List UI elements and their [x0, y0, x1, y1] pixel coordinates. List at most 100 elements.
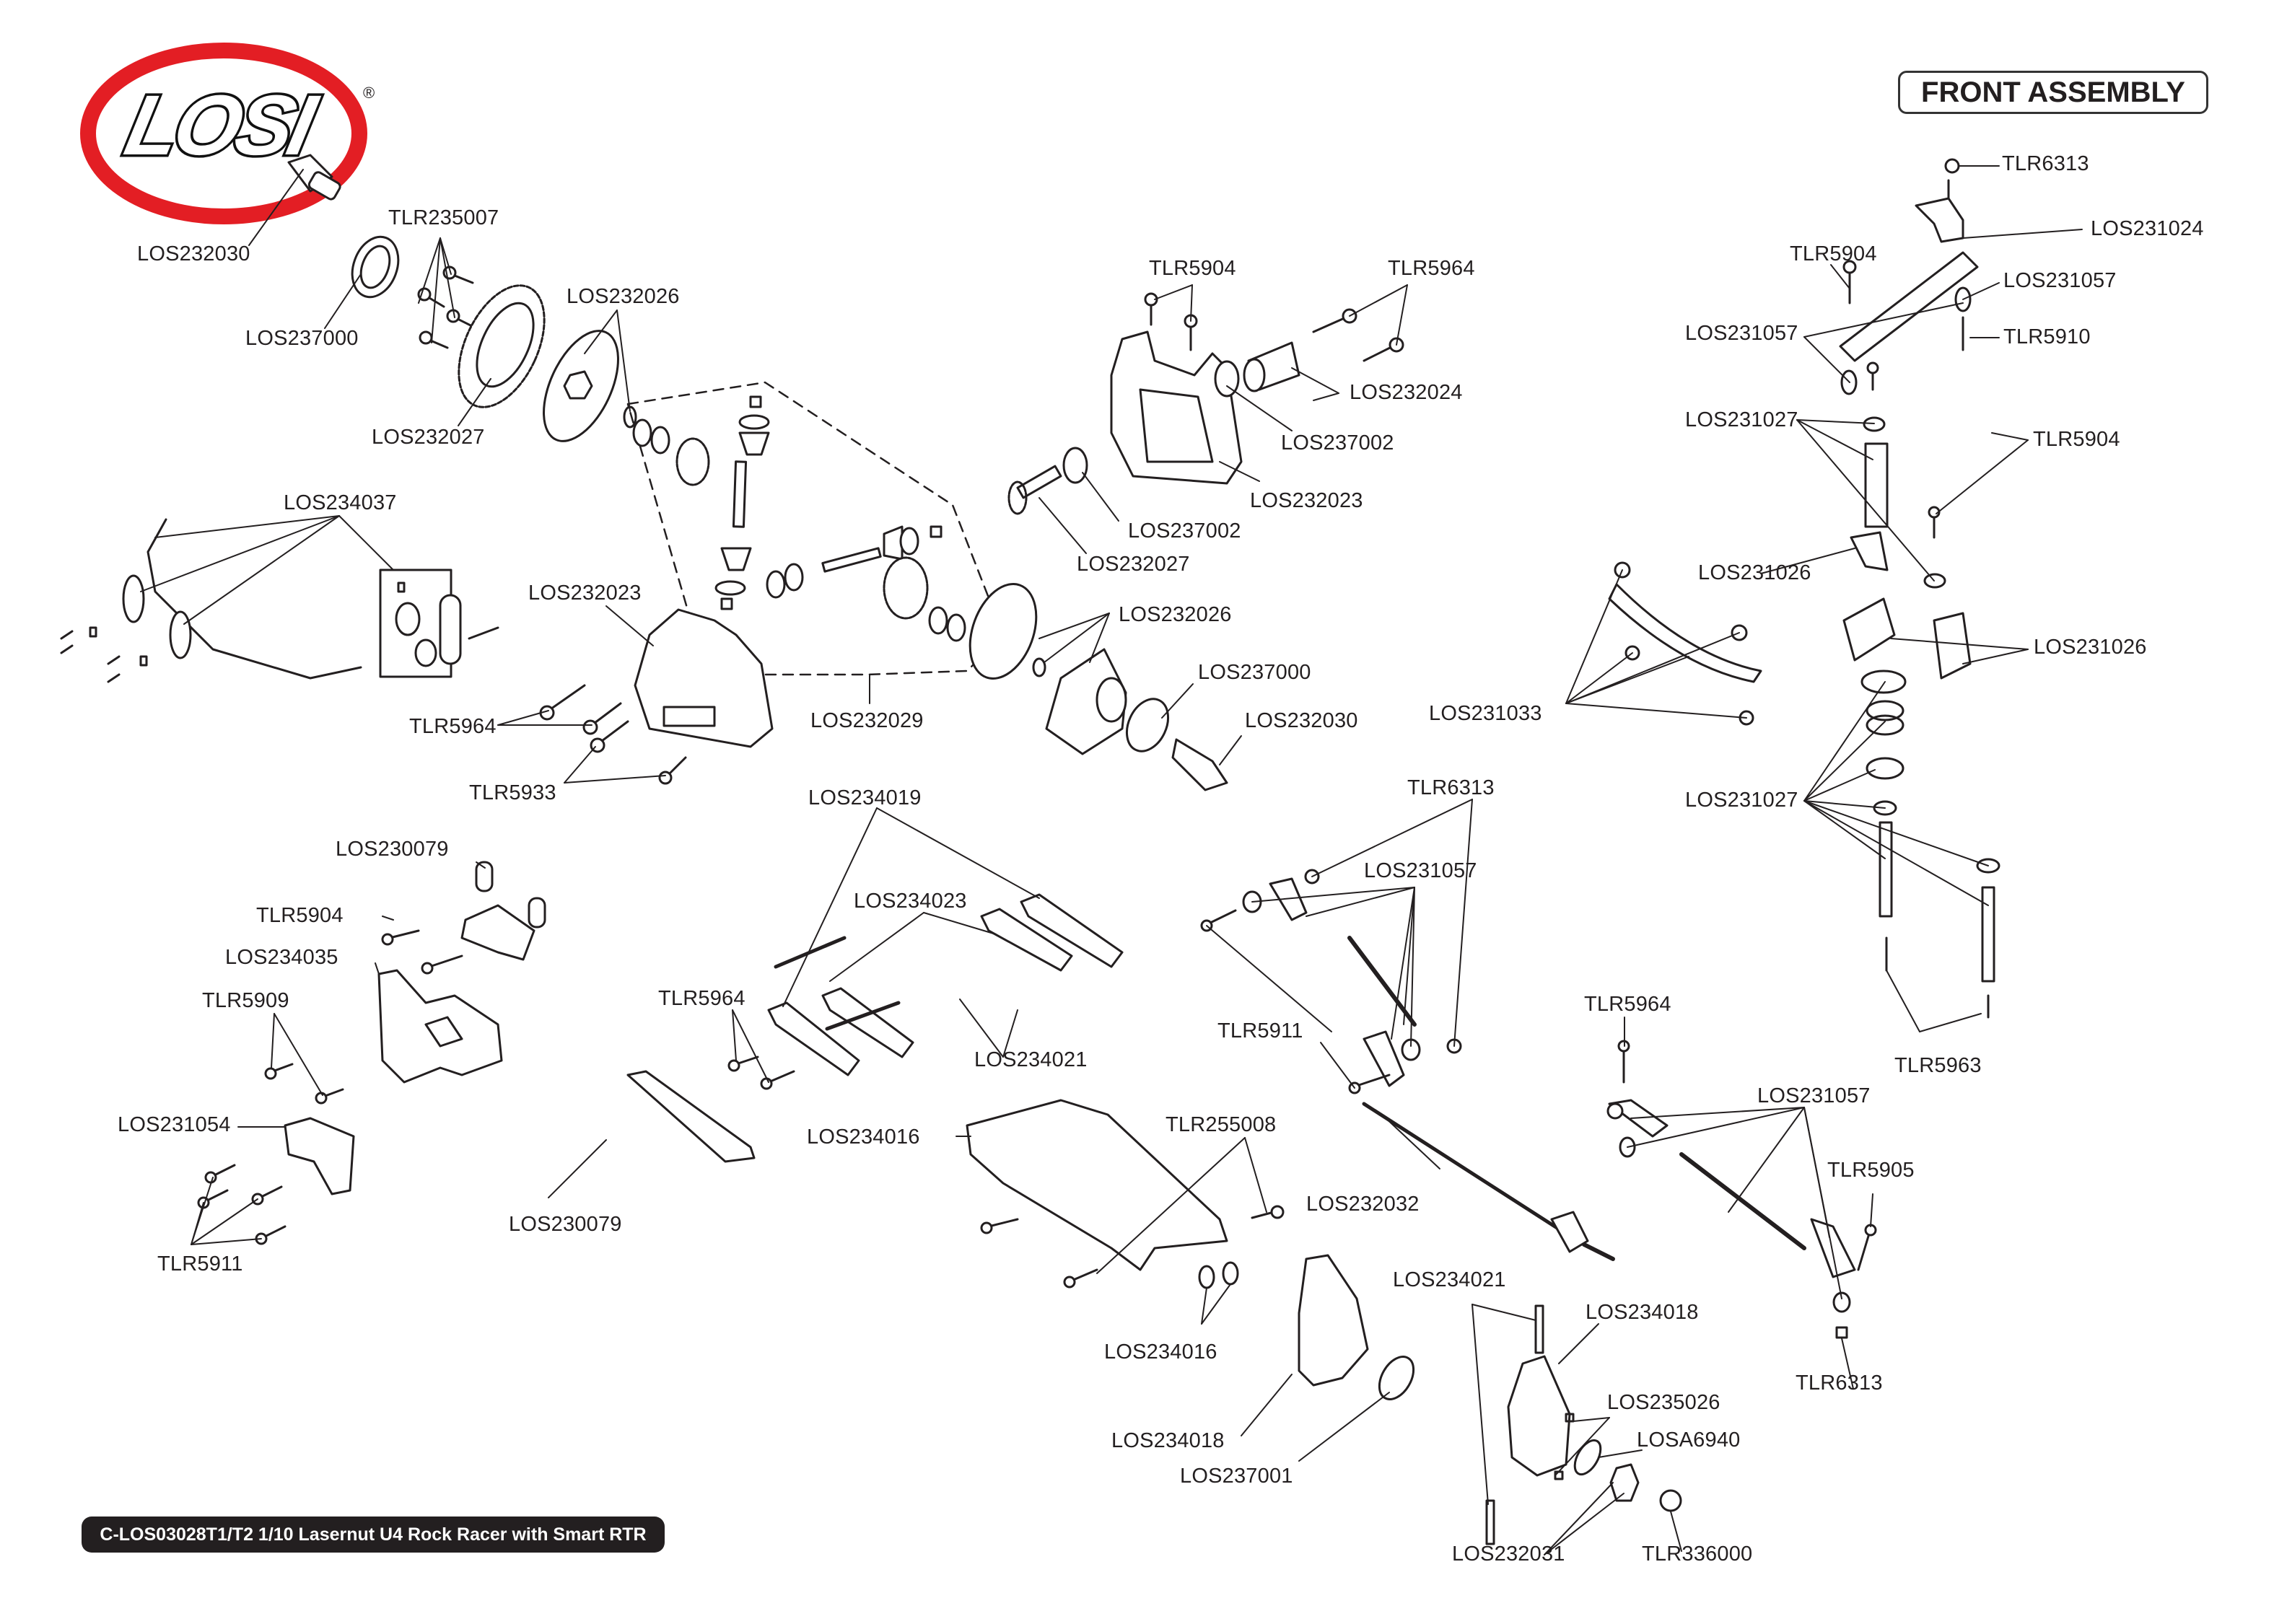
pinion-gear — [1007, 465, 1062, 515]
part-label: LOS234035 — [225, 946, 338, 969]
bearing-knuckle — [1378, 1356, 1415, 1400]
part-label: LOS232023 — [528, 581, 642, 605]
logo-wordmark: LOSI — [115, 76, 321, 176]
part-label: LOS232027 — [372, 426, 485, 449]
part-label: TLR5904 — [1790, 242, 1877, 265]
part-label: TLR5964 — [409, 715, 497, 738]
part-label: LOS231033 — [1429, 702, 1542, 725]
sway-bar-link-parts — [395, 581, 499, 667]
part-label: LOS231024 — [2091, 217, 2204, 240]
part-label: LOS231057 — [1685, 322, 1798, 345]
part-label: TLR5964 — [658, 987, 745, 1010]
part-label: LOSA6940 — [1637, 1428, 1741, 1452]
part-label: LOS232023 — [1250, 489, 1363, 512]
part-label: LOS237002 — [1128, 519, 1241, 543]
registered-mark: ® — [363, 84, 375, 102]
part-label: TLR6313 — [1407, 776, 1495, 799]
part-label: LOS235026 — [1607, 1391, 1720, 1414]
ring-gear — [458, 284, 546, 408]
part-label: LOS234018 — [1111, 1429, 1225, 1452]
servo-saver-link — [1608, 561, 1762, 726]
part-label: LOS232032 — [1306, 1193, 1420, 1216]
bearing-ring-left — [351, 235, 400, 299]
steering-knuckle-left — [1298, 1254, 1369, 1387]
screws-lower-housing — [539, 684, 687, 785]
part-label: LOS230079 — [509, 1213, 622, 1236]
part-label: LOS234023 — [854, 890, 967, 913]
part-label: TLR6313 — [1796, 1371, 1883, 1395]
leader-lines — [140, 165, 2083, 1555]
part-label: TLR6313 — [2002, 152, 2089, 175]
part-label: LOS234018 — [1586, 1301, 1699, 1324]
part-label: TLR5909 — [202, 989, 289, 1012]
outdrive-cup-right — [1171, 738, 1228, 791]
part-label: LOS231027 — [1685, 408, 1798, 431]
part-label: TLR336000 — [1642, 1542, 1753, 1566]
part-label: TLR5910 — [2003, 325, 2091, 348]
part-label: LOS234021 — [1393, 1268, 1506, 1291]
part-label: LOS232024 — [1350, 381, 1463, 404]
diff-case — [968, 583, 1127, 755]
part-label: LOS231057 — [2003, 269, 2117, 292]
camber-link — [1200, 869, 1630, 1094]
part-label: LOS234019 — [808, 786, 922, 809]
losi-logo-ring — [80, 43, 367, 224]
outdrive-upper-right — [1243, 341, 1300, 392]
cvd-driveshaft — [1362, 1102, 1615, 1261]
part-label: LOS232030 — [1245, 709, 1358, 732]
part-label: TLR5964 — [1584, 993, 1671, 1016]
part-label: LOS232026 — [567, 285, 680, 308]
part-label: LOS231057 — [1757, 1084, 1871, 1107]
part-label: TLR5933 — [469, 781, 556, 804]
page-title: FRONT ASSEMBLY — [1898, 71, 2208, 114]
part-label: LOS231054 — [118, 1113, 231, 1136]
part-label: TLR5904 — [1149, 257, 1236, 280]
part-label: TLR5905 — [1827, 1159, 1915, 1182]
steering-link-right — [1606, 1099, 1877, 1339]
part-label: TLR235007 — [388, 206, 499, 229]
gearbox-housing-lower — [634, 608, 774, 748]
diff-cover-plate — [543, 330, 619, 442]
part-label: LOS231057 — [1364, 859, 1477, 882]
sway-bar — [60, 518, 362, 683]
diff-spider-gears — [632, 395, 966, 642]
part-label: LOS232030 — [137, 242, 250, 265]
part-label: TLR255008 — [1166, 1113, 1277, 1136]
steering-knuckle-right — [1485, 1304, 1682, 1545]
bearing-upper-left — [1062, 447, 1088, 484]
skid-plate — [626, 1070, 756, 1163]
part-label: TLR5911 — [1217, 1019, 1303, 1043]
losi-logo: LOSI ® — [83, 58, 375, 202]
model-caption: C-LOS03028T1/T2 1/10 Lasernut U4 Rock Ra… — [82, 1517, 665, 1553]
gearbox-housing-upper — [1110, 330, 1243, 485]
part-label: TLR5904 — [2033, 428, 2120, 451]
outdrive-cup-left — [287, 154, 341, 201]
part-label: LOS234021 — [974, 1048, 1088, 1071]
part-label: LOS232031 — [1452, 1542, 1565, 1566]
part-label: LOS232026 — [1119, 603, 1232, 626]
part-label: LOS234016 — [1104, 1340, 1217, 1364]
part-label: LOS231026 — [1698, 561, 1811, 584]
bearing-upper-right — [1214, 360, 1240, 398]
part-label: LOS231027 — [1685, 789, 1798, 812]
bearing-diff-right — [1125, 698, 1170, 752]
part-label: LOS234016 — [807, 1125, 920, 1149]
part-label: TLR5963 — [1894, 1054, 1982, 1077]
arm-mount-blocks — [727, 893, 1124, 1090]
part-label: LOS232027 — [1077, 553, 1190, 576]
part-label: TLR5911 — [157, 1252, 243, 1276]
part-label: TLR5964 — [1388, 257, 1475, 280]
part-label: TLR5904 — [256, 904, 344, 927]
part-label: LOS231026 — [2034, 636, 2147, 659]
lower-suspension-arm — [966, 1099, 1285, 1289]
part-label: LOS237001 — [1180, 1465, 1293, 1488]
part-label: LOS234037 — [284, 491, 397, 514]
body-mount-and-tower — [197, 861, 546, 1245]
part-label: LOS237000 — [245, 327, 359, 350]
steering-parts — [1839, 158, 2000, 1019]
part-label: LOS232029 — [810, 709, 924, 732]
part-label: LOS237000 — [1198, 661, 1311, 684]
part-label: LOS237002 — [1281, 431, 1394, 455]
part-label: LOS230079 — [336, 838, 449, 861]
